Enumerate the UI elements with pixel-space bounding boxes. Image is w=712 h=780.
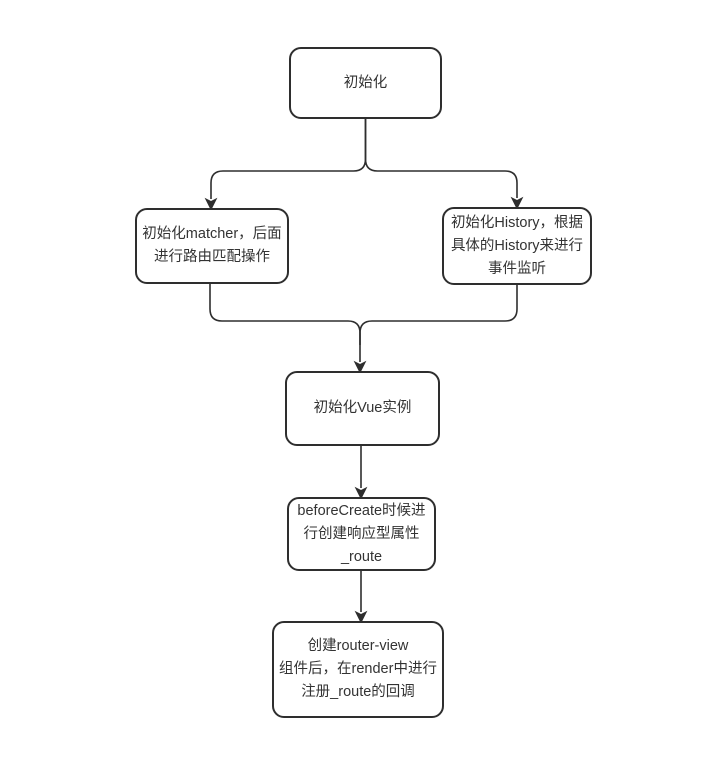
node-before-create-route[interactable]: beforeCreate时候进 行创建响应型属性 _route: [287, 497, 436, 571]
edge-matcher-to-vue: [209, 284, 367, 374]
node-init-history-line3: 事件监听: [488, 260, 546, 277]
node-init-vue-instance[interactable]: 初始化Vue实例: [285, 371, 440, 446]
edge-history-to-vue: [359, 285, 518, 345]
edge-init-to-history: [364, 119, 524, 210]
node-init-matcher-line1: 初始化matcher，后面: [142, 226, 282, 242]
node-init-history-line2: 具体的History来进行: [450, 237, 584, 254]
node-init[interactable]: 初始化: [289, 47, 442, 119]
node-before-create-route-line3: _route: [340, 548, 383, 565]
edge-init-to-matcher: [204, 119, 367, 211]
node-before-create-route-line2: 行创建响应型属性: [303, 525, 420, 542]
node-init-history[interactable]: 初始化History，根据 具体的History来进行 事件监听: [442, 207, 592, 285]
node-init-label: 初始化: [343, 74, 388, 91]
node-create-router-view-line2: 组件后，在render中进行: [279, 661, 437, 677]
node-init-vue-instance-label: 初始化Vue实例: [313, 400, 412, 416]
node-init-history-line1: 初始化History，根据: [450, 214, 584, 231]
node-before-create-route-line1: beforeCreate时候进: [297, 502, 426, 519]
node-init-matcher[interactable]: 初始化matcher，后面 进行路由匹配操作: [135, 208, 289, 284]
node-create-router-view-line3: 注册_route的回调: [301, 684, 415, 700]
node-init-matcher-line2: 进行路由匹配操作: [154, 249, 270, 265]
node-create-router-view[interactable]: 创建router-view 组件后，在render中进行 注册_route的回调: [272, 621, 444, 718]
node-create-router-view-line1: 创建router-view: [307, 638, 409, 654]
